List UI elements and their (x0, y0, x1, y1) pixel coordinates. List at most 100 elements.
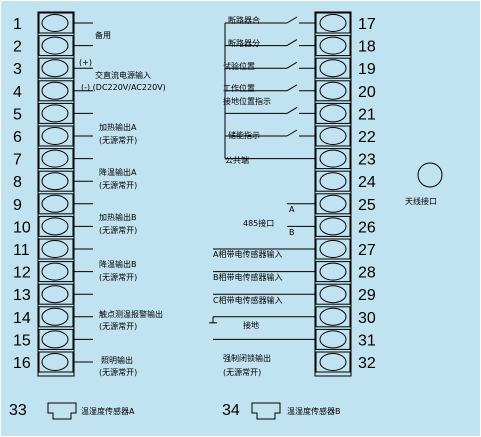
terminal-label: (无源常开) (99, 368, 137, 377)
terminal-label: 照明输出 (101, 355, 133, 365)
terminal-screw (41, 307, 69, 326)
terminal-label: (-) (DC220V/AC220V) (81, 83, 166, 92)
connector-number: 34 (222, 402, 240, 419)
terminal-label: 强制闭锁输出 (223, 353, 271, 363)
antenna-label: 天线接口 (405, 196, 437, 206)
terminal-label: A相带电传感器输入 (213, 249, 282, 259)
terminal-label: A (289, 205, 295, 214)
terminal-number: 31 (358, 332, 376, 349)
terminal-number: 15 (13, 332, 31, 349)
terminal-label: (无源常开) (223, 368, 261, 377)
terminal-screw (319, 59, 347, 78)
terminal-screw (41, 240, 69, 258)
terminal-screw (319, 285, 347, 304)
terminal-label: 触点测温报警输出 (99, 309, 163, 319)
terminal-number: 21 (358, 106, 376, 123)
terminal-number: 10 (13, 219, 31, 236)
terminal-label: 交直流电源输入 (95, 70, 151, 80)
terminal-screw (41, 285, 69, 304)
terminal-screw (319, 307, 347, 326)
terminal-number: 22 (358, 129, 376, 146)
terminal-screw (319, 217, 347, 236)
terminal-number: 25 (358, 197, 376, 214)
terminal-number: 13 (13, 287, 31, 304)
terminal-number: 12 (13, 265, 31, 282)
terminal-number: 1 (13, 16, 22, 33)
terminal-screw (41, 330, 69, 349)
terminal-number: 11 (13, 242, 30, 259)
antenna-port-icon (417, 162, 443, 188)
terminal-label: (无源常开) (99, 226, 137, 235)
terminal-label: B (289, 228, 295, 237)
terminal-label: 加热输出A (99, 122, 137, 132)
contact-switch (286, 61, 298, 69)
terminal-label: 储能指示 (228, 130, 260, 140)
terminal-number: 32 (358, 355, 376, 372)
terminal-screw (319, 353, 347, 371)
terminal-screw (41, 262, 69, 281)
terminal-label: 试验位置 (223, 61, 255, 71)
terminal-label: (无源常开) (99, 273, 137, 282)
terminal-screw (319, 240, 347, 258)
terminal-screw (41, 81, 69, 100)
terminal-screw (319, 127, 347, 145)
terminal-label: 接地 (243, 320, 259, 330)
terminal-number: 23 (358, 152, 376, 169)
terminal-number: 16 (13, 355, 31, 372)
contact-switch (286, 84, 298, 92)
terminal-number: 2 (13, 39, 22, 56)
terminal-screw (319, 330, 347, 349)
terminal-number: 28 (358, 265, 376, 282)
connector-label: 温湿度传感器A (81, 406, 135, 416)
terminal-label: 接地位置指示 (223, 96, 271, 106)
terminal-label: (无源常开) (99, 181, 137, 190)
terminal-screw (41, 172, 69, 191)
terminal-screw (41, 353, 69, 371)
terminal-number: 14 (13, 310, 31, 327)
terminal-number: 24 (358, 174, 376, 191)
contact-switch (286, 129, 298, 137)
connector-number: 33 (9, 402, 27, 419)
terminal-label: 降温输出B (99, 259, 137, 269)
terminal-number: 30 (358, 310, 376, 327)
diagram-extras: 天线接口 33 温湿度传感器A 34 温湿度传感器B (9, 162, 443, 420)
terminal-number: 27 (358, 242, 376, 259)
terminal-screw (319, 104, 347, 123)
terminal-number: 8 (13, 174, 22, 191)
terminal-label: 降温输出A (99, 167, 137, 177)
terminal-number: 6 (13, 129, 22, 146)
terminal-label: 断路器分 (228, 38, 260, 48)
sensor-connector-icon (47, 402, 77, 420)
contact-switch (286, 16, 298, 24)
contact-switch (286, 39, 298, 47)
terminal-number: 3 (13, 61, 22, 78)
terminal-screw (41, 194, 69, 213)
terminal-number: 19 (358, 61, 376, 78)
terminal-number: 20 (358, 84, 376, 101)
terminal-screw (41, 59, 69, 78)
terminal-label: 加热输出B (99, 212, 137, 222)
terminal-label: C相带电传感器输入 (213, 295, 283, 305)
right-terminal-block: 17181920212223242526272829303132断路器合断路器分… (209, 11, 376, 377)
terminal-number: 9 (13, 197, 22, 214)
terminal-screw (319, 36, 347, 55)
terminal-screw (319, 81, 347, 100)
terminal-label: 断路器合 (228, 15, 260, 25)
terminal-screw (319, 194, 347, 213)
connector-label: 温湿度传感器B (287, 406, 341, 416)
terminal-label: 工作位置 (223, 83, 255, 93)
terminal-number: 18 (358, 39, 376, 56)
terminal-number: 4 (13, 84, 22, 101)
terminal-number: 29 (358, 287, 376, 304)
terminal-label: (+) (79, 58, 92, 67)
contact-switch (286, 106, 298, 114)
terminal-label: 公共端 (225, 155, 249, 165)
terminal-screw (41, 217, 69, 236)
sensor-connector-icon (251, 402, 281, 420)
terminal-label: (无源常开) (99, 136, 137, 145)
terminal-screw (41, 14, 69, 32)
terminal-screw (319, 172, 347, 191)
terminal-screw (41, 149, 69, 168)
